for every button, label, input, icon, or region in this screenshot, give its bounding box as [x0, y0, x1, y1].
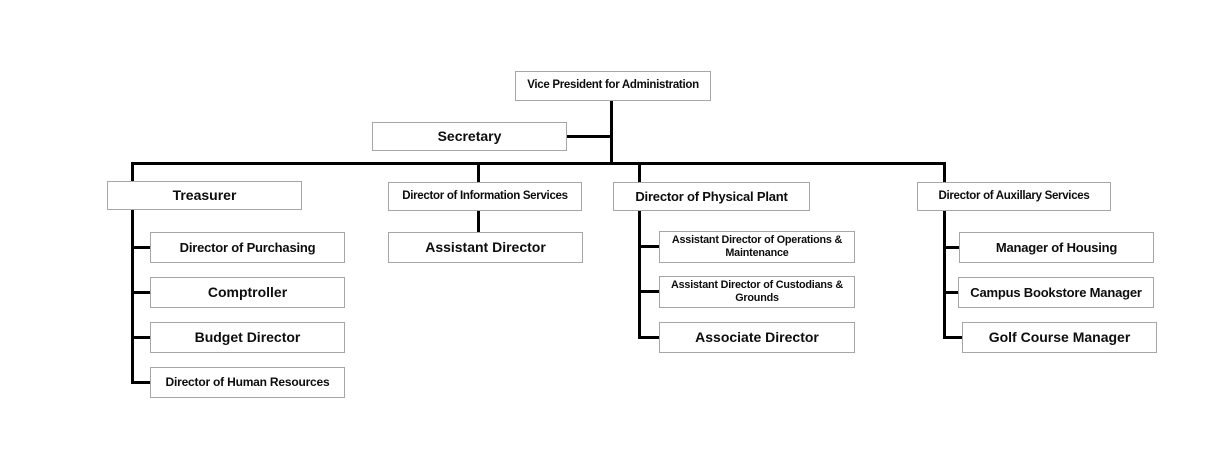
org-node-asst-director-custodians-grounds: Assistant Director of Custodians & Groun… [659, 276, 855, 308]
connector-vp-vertical [610, 100, 613, 165]
connector-tick-human-resources [131, 381, 151, 384]
connector-main-horizontal [131, 162, 946, 165]
connector-tick-custodians [638, 290, 660, 293]
connector-auxillary-vertical [943, 162, 946, 339]
org-node-director-information-services: Director of Information Services [388, 182, 582, 211]
connector-treasurer-vertical [131, 162, 134, 384]
org-node-secretary: Secretary [372, 122, 567, 151]
connector-tick-golf-course [943, 336, 963, 339]
connector-tick-purchasing [131, 246, 151, 249]
org-node-asst-director-operations-maintenance: Assistant Director of Operations & Maint… [659, 231, 855, 263]
connector-secretary-horizontal [566, 135, 612, 138]
connector-physical-plant-vertical [638, 162, 641, 339]
org-node-director-physical-plant: Director of Physical Plant [613, 182, 810, 211]
connector-tick-operations [638, 245, 660, 248]
org-node-associate-director: Associate Director [659, 322, 855, 353]
org-node-treasurer: Treasurer [107, 181, 302, 210]
connector-tick-associate-director [638, 336, 660, 339]
org-node-golf-course-manager: Golf Course Manager [962, 322, 1157, 353]
org-node-director-of-human-resources: Director of Human Resources [150, 367, 345, 398]
connector-tick-comptroller [131, 291, 151, 294]
connector-tick-budget-director [131, 336, 151, 339]
org-node-vice-president-administration: Vice President for Administration [515, 71, 711, 101]
org-node-director-of-purchasing: Director of Purchasing [150, 232, 345, 263]
connector-tick-bookstore [943, 291, 960, 294]
org-node-campus-bookstore-manager: Campus Bookstore Manager [958, 277, 1154, 308]
org-node-comptroller: Comptroller [150, 277, 345, 308]
org-node-assistant-director: Assistant Director [388, 232, 583, 263]
org-node-manager-of-housing: Manager of Housing [959, 232, 1154, 263]
connector-tick-housing [943, 246, 960, 249]
org-node-director-auxillary-services: Director of Auxillary Services [917, 182, 1111, 211]
org-node-budget-director: Budget Director [150, 322, 345, 353]
